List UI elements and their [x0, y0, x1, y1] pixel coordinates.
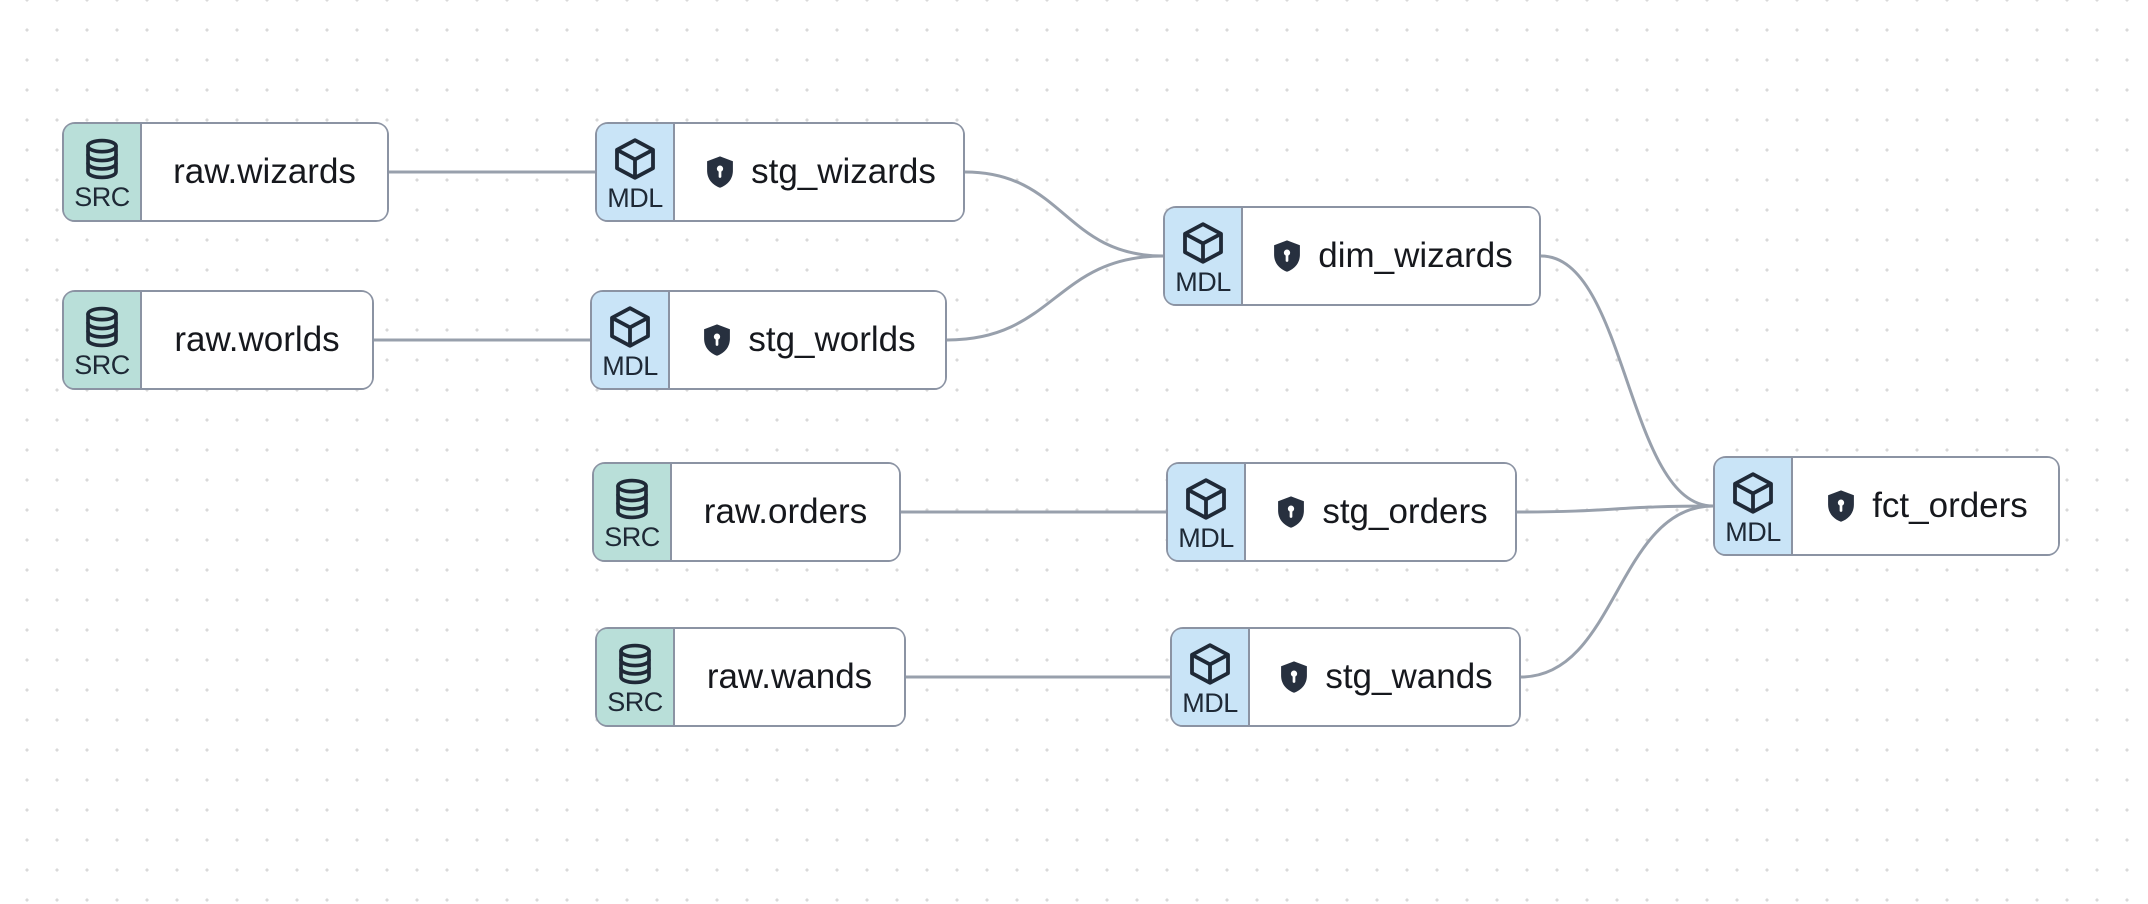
node-body: raw.wands: [675, 629, 904, 725]
node-type-badge-model: MDL: [1165, 208, 1243, 304]
node-type-label: MDL: [1182, 688, 1238, 719]
node-type-label: SRC: [607, 687, 663, 718]
node-type-badge-source: SRC: [597, 629, 675, 725]
node-type-label: MDL: [1175, 267, 1231, 298]
edge-stg_worlds-to-dim_wizards: [946, 254, 1164, 342]
lineage-node-stg_wizards[interactable]: MDL stg_wizards: [595, 122, 965, 222]
shield-lock-icon: [1273, 494, 1309, 530]
lineage-node-raw_wizards[interactable]: SRC raw.wizards: [62, 122, 389, 222]
shield-lock-icon: [702, 154, 738, 190]
lineage-node-raw_wands[interactable]: SRC raw.wands: [595, 627, 906, 727]
node-type-badge-model: MDL: [1715, 458, 1793, 554]
node-label: fct_orders: [1872, 486, 2028, 525]
lineage-node-stg_worlds[interactable]: MDL stg_worlds: [590, 290, 947, 390]
node-type-badge-source: SRC: [594, 464, 672, 560]
lineage-node-raw_worlds[interactable]: SRC raw.worlds: [62, 290, 374, 390]
node-label: stg_orders: [1322, 492, 1488, 531]
cube-icon: [1182, 475, 1230, 523]
node-body: stg_wizards: [675, 124, 963, 220]
cube-icon: [1729, 469, 1777, 517]
node-body: stg_wands: [1250, 629, 1519, 725]
database-icon: [612, 641, 658, 687]
node-type-badge-model: MDL: [597, 124, 675, 220]
edge-stg_wizards-to-dim_wizards: [964, 170, 1164, 258]
lineage-node-fct_orders[interactable]: MDL fct_orders: [1713, 456, 2060, 556]
lineage-node-dim_wizards[interactable]: MDL dim_wizards: [1163, 206, 1541, 306]
database-icon: [79, 136, 125, 182]
edge-stg_orders-to-fct_orders: [1516, 504, 1714, 514]
edge-stg_wands-to-fct_orders: [1520, 504, 1714, 679]
node-body: stg_orders: [1246, 464, 1515, 560]
node-body: raw.worlds: [142, 292, 372, 388]
node-type-label: MDL: [1725, 517, 1781, 548]
node-type-label: SRC: [604, 522, 660, 553]
lineage-node-raw_orders[interactable]: SRC raw.orders: [592, 462, 901, 562]
node-type-label: MDL: [602, 351, 658, 382]
node-body: stg_worlds: [670, 292, 945, 388]
node-type-badge-model: MDL: [592, 292, 670, 388]
node-label: stg_worlds: [748, 320, 916, 359]
edge-dim_wizards-to-fct_orders: [1540, 254, 1714, 508]
shield-lock-icon: [1276, 659, 1312, 695]
node-type-label: MDL: [1178, 523, 1234, 554]
node-label: stg_wizards: [751, 152, 936, 191]
node-label: raw.worlds: [174, 320, 340, 359]
node-type-badge-model: MDL: [1172, 629, 1250, 725]
node-body: raw.wizards: [142, 124, 387, 220]
node-label: dim_wizards: [1318, 236, 1513, 275]
node-type-label: MDL: [607, 183, 663, 214]
database-icon: [79, 304, 125, 350]
node-type-badge-source: SRC: [64, 292, 142, 388]
node-type-label: SRC: [74, 350, 130, 381]
cube-icon: [1186, 640, 1234, 688]
lineage-node-stg_wands[interactable]: MDL stg_wands: [1170, 627, 1521, 727]
node-body: raw.orders: [672, 464, 899, 560]
shield-lock-icon: [1823, 488, 1859, 524]
node-type-badge-model: MDL: [1168, 464, 1246, 560]
node-label: stg_wands: [1325, 657, 1493, 696]
cube-icon: [611, 135, 659, 183]
node-label: raw.wands: [706, 657, 873, 696]
database-icon: [609, 476, 655, 522]
node-type-label: SRC: [74, 182, 130, 213]
shield-lock-icon: [1269, 238, 1305, 274]
cube-icon: [1179, 219, 1227, 267]
node-type-badge-source: SRC: [64, 124, 142, 220]
node-body: dim_wizards: [1243, 208, 1539, 304]
cube-icon: [606, 303, 654, 351]
node-label: raw.wizards: [173, 152, 356, 191]
lineage-node-stg_orders[interactable]: MDL stg_orders: [1166, 462, 1517, 562]
shield-lock-icon: [699, 322, 735, 358]
node-body: fct_orders: [1793, 458, 2058, 554]
node-label: raw.orders: [703, 492, 868, 531]
